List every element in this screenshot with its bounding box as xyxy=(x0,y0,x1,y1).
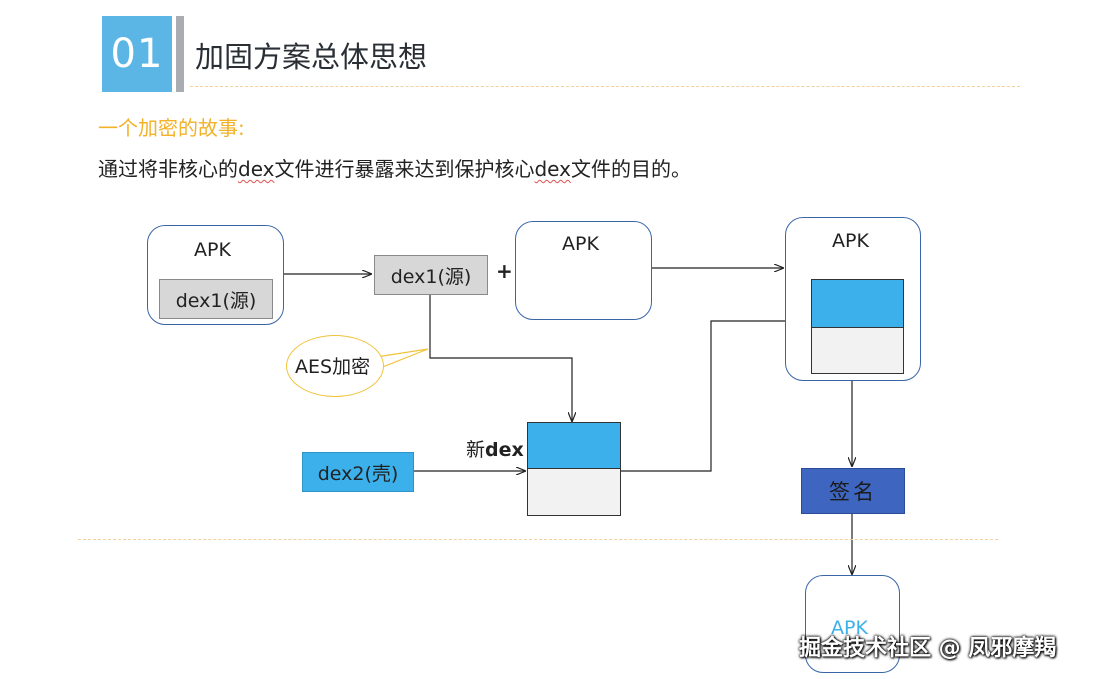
description-part-1: 通过将非核心的 xyxy=(98,157,238,181)
description-dex-2: dex xyxy=(534,157,571,181)
new-dex-box xyxy=(527,422,621,516)
arrow-new-dex-to-apk3 xyxy=(620,321,803,472)
apk-shell-box xyxy=(515,221,652,320)
bottom-divider xyxy=(78,539,998,540)
page-title: 加固方案总体思想 xyxy=(195,40,428,74)
description-part-2: 文件进行暴露来达到保护核心 xyxy=(274,157,535,181)
apk-combined-label: APK xyxy=(832,230,869,252)
description: 通过将非核心的dex文件进行暴露来达到保护核心dex文件的目的。 xyxy=(98,153,691,182)
final-apk-label: APK xyxy=(831,617,868,639)
new-dex-label: 新dex xyxy=(466,435,524,462)
apk-combined-dex-top xyxy=(812,280,903,328)
sign-box: 签名 xyxy=(801,468,905,514)
aes-bubble xyxy=(286,335,384,397)
apk-shell-label: APK xyxy=(562,233,599,255)
plus-sign: + xyxy=(496,259,513,283)
subtitle: 一个加密的故事: xyxy=(98,116,245,140)
new-dex-box-top xyxy=(528,423,620,469)
section-number: 01 xyxy=(102,16,172,92)
new-dex-suffix: dex xyxy=(485,439,524,461)
header-divider xyxy=(190,86,1020,87)
apk-combined-dex xyxy=(811,279,904,374)
dex2-shell-box: dex2(壳) xyxy=(302,452,414,492)
arrow-dex1-to-new-dex xyxy=(429,295,572,421)
aes-bubble-tail xyxy=(375,348,429,369)
final-apk-box xyxy=(805,575,900,673)
description-part-3: 文件的目的。 xyxy=(570,157,691,181)
dex1-source-box: dex1(源) xyxy=(374,255,488,295)
section-number-bar xyxy=(176,16,184,92)
description-dex-1: dex xyxy=(238,157,275,181)
apk-source-label: APK xyxy=(194,239,231,261)
watermark: 掘金技术社区 @ 凤邪摩羯 xyxy=(799,636,1057,661)
new-dex-prefix: 新 xyxy=(466,439,486,461)
aes-bubble-label: AES加密 xyxy=(295,356,371,378)
apk-source-dex1: dex1(源) xyxy=(159,279,273,319)
